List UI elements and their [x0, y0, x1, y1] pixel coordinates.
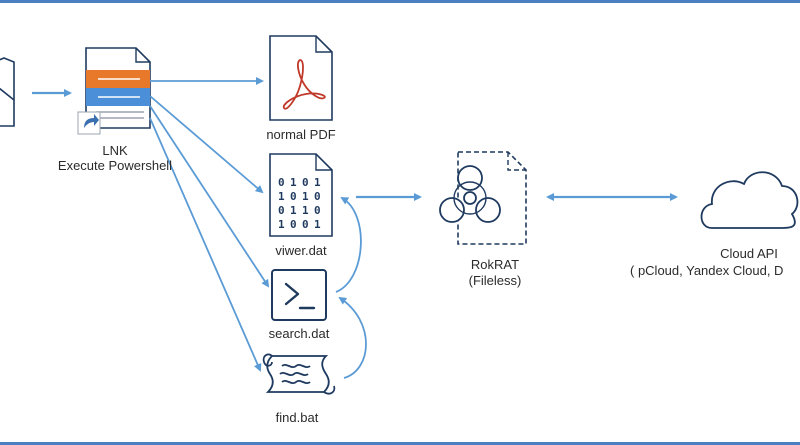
svg-text:1: 1: [314, 176, 321, 189]
svg-text:1: 1: [290, 176, 297, 189]
cloud-title: Cloud API: [720, 246, 778, 261]
rokrat-subtitle: (Fileless): [468, 273, 522, 288]
svg-text:0: 0: [290, 218, 297, 231]
lnk-subtitle: Execute Powershell: [57, 158, 173, 173]
svg-text:1: 1: [314, 218, 321, 231]
lnk-to-viwer-arrow: [149, 95, 264, 194]
viwer-label: viwer.dat: [275, 243, 327, 258]
lnk-title: LNK: [102, 143, 128, 158]
lnk-to-search-arrow: [149, 105, 270, 288]
script-file-icon: [262, 353, 336, 395]
search-to-viwer-curve-arrow: [335, 197, 362, 293]
svg-text:0: 0: [290, 190, 297, 203]
lnk-file-icon: [85, 47, 151, 129]
lnk-to-find-arrow: [149, 117, 262, 372]
cloud-subtitle: ( pCloud, Yandex Cloud, D: [630, 263, 784, 278]
find-label: find.bat: [275, 410, 319, 425]
svg-text:0: 0: [314, 204, 321, 217]
pdf-label: normal PDF: [266, 127, 336, 142]
svg-text:1: 1: [290, 204, 297, 217]
svg-text:0: 0: [302, 218, 309, 231]
svg-text:1: 1: [302, 190, 309, 203]
svg-text:0: 0: [278, 176, 285, 189]
svg-text:0: 0: [302, 176, 309, 189]
bottom-border: [0, 442, 800, 445]
pdf-file-icon: [269, 35, 333, 121]
rokrat-biohazard-icon: [439, 151, 527, 245]
svg-text:1: 1: [278, 218, 285, 231]
cloud-icon: [700, 171, 799, 229]
email-icon: [0, 57, 15, 127]
svg-text:0: 0: [278, 204, 285, 217]
shortcut-arrow-icon: [77, 111, 101, 135]
svg-text:1: 1: [302, 204, 309, 217]
svg-text:1: 1: [278, 190, 285, 203]
search-label: search.dat: [268, 326, 330, 341]
svg-text:0: 0: [314, 190, 321, 203]
top-border: [0, 0, 800, 3]
rokrat-title: RokRAT: [470, 257, 520, 272]
find-to-search-curve-arrow: [338, 296, 367, 379]
terminal-icon: [271, 269, 327, 321]
